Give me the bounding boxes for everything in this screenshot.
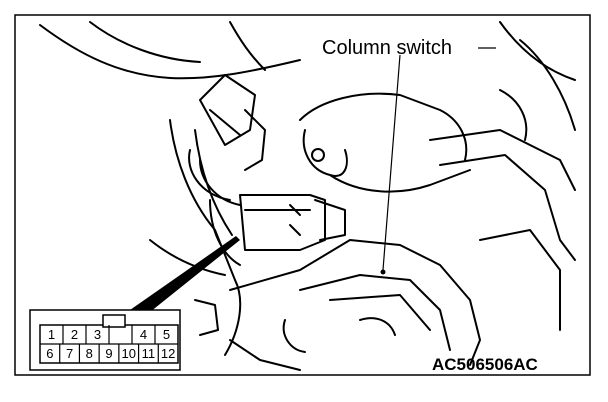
switch-top: [299, 92, 468, 161]
upper-clip: [199, 74, 256, 146]
switch-screw: [311, 148, 325, 162]
wire-2: [199, 159, 241, 206]
column-right-3: [499, 89, 528, 141]
lower-cover-curve: [282, 319, 306, 353]
pin-number: 1: [48, 327, 55, 342]
figure-id: AC506506AC: [432, 355, 538, 374]
pin-number: 11: [142, 346, 156, 361]
pin-number: 4: [140, 327, 147, 342]
dash-curve-5: [519, 39, 576, 131]
dash-curve-1: [39, 24, 301, 80]
wire-3: [209, 199, 241, 266]
pin-number: 8: [86, 346, 93, 361]
lower-cover-rib: [329, 294, 431, 331]
pins-top-row: 1 2 3 4 5: [48, 325, 170, 344]
dash-curve-3: [229, 21, 266, 71]
callout-leader: [382, 54, 401, 271]
lower-cover: [229, 239, 481, 366]
callout-label: Column switch: [322, 37, 452, 59]
dash-curve-2: [89, 21, 201, 63]
connector-pointer: [130, 236, 240, 312]
column-right-2: [439, 154, 576, 261]
lower-edge: [229, 339, 301, 371]
connector-tabs: [289, 204, 301, 236]
column-right-1: [429, 129, 576, 191]
pin-number: 9: [105, 346, 112, 361]
line-art: [39, 21, 576, 371]
connector-key: [102, 314, 126, 328]
switch-base: [329, 169, 471, 193]
pin-number: 7: [66, 346, 73, 361]
callout-dot: [380, 269, 386, 275]
pin-number: 10: [121, 346, 135, 361]
pin-number: 6: [46, 346, 53, 361]
lower-cover-inner: [299, 274, 451, 351]
upper-clip-side: [244, 109, 266, 171]
lower-cover-hole: [359, 317, 396, 336]
pin-number: 5: [163, 327, 170, 342]
upper-clip-line: [209, 109, 241, 136]
right-bracket: [479, 229, 561, 331]
lower-clip: [194, 299, 219, 336]
pin-number: 3: [94, 327, 101, 342]
pin-number: 2: [71, 327, 78, 342]
connector-latch: [314, 199, 346, 241]
pin-number: 12: [161, 346, 175, 361]
dash-curve-4: [499, 21, 576, 81]
left-housing-3: [149, 239, 226, 276]
